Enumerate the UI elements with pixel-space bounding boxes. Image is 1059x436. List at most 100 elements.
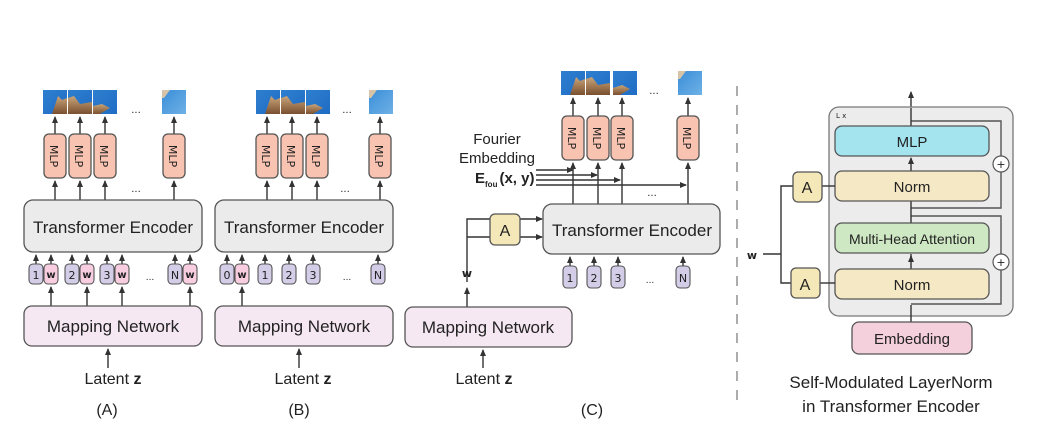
mapping-network: Mapping Network [23, 305, 203, 347]
svg-text:3: 3 [104, 269, 111, 282]
image-patch [613, 71, 637, 95]
mlp-block: MLP [280, 133, 304, 179]
output-patches: ... [561, 71, 702, 97]
position-token: 3 [305, 263, 321, 285]
image-patch [93, 90, 117, 114]
svg-text:Mapping Network: Mapping Network [422, 318, 555, 337]
svg-text:N: N [171, 269, 179, 282]
image-patch [678, 71, 702, 95]
position-token: N [167, 263, 183, 285]
image-patch [586, 71, 610, 95]
svg-text:MLP: MLP [284, 145, 297, 168]
svg-text:A: A [802, 180, 813, 197]
layer-repeat-container: L x [828, 106, 1014, 317]
svg-text:w: w [237, 270, 246, 281]
w-token: w [182, 263, 198, 285]
mlp-block: MLP [43, 133, 67, 179]
position-token: N [675, 265, 691, 289]
norm-block: Norm [834, 268, 990, 300]
mapping-network: Mapping Network [404, 306, 573, 348]
svg-text:MLP: MLP [897, 134, 928, 151]
position-token: 3 [99, 263, 115, 285]
mlp-block: MLP [368, 133, 392, 179]
image-patch [68, 90, 92, 114]
panel-caption: (B) [288, 402, 309, 419]
ellipsis: ... [131, 184, 141, 195]
svg-text:+: + [996, 158, 1005, 171]
mlp-block: MLP [255, 133, 279, 179]
svg-text:MLP: MLP [259, 145, 272, 168]
svg-text:0: 0 [224, 269, 231, 282]
image-patch [369, 90, 393, 114]
svg-text:1: 1 [262, 269, 269, 282]
svg-text:Norm: Norm [894, 179, 931, 196]
ellipsis: ... [649, 86, 659, 97]
affine-block: A [790, 267, 821, 299]
svg-text:Multi-Head Attention: Multi-Head Attention [849, 231, 975, 247]
panel-a: ... MLP MLP MLP MLP [23, 90, 203, 419]
svg-text:A: A [800, 277, 811, 294]
fourier-embedding-arrows [536, 167, 687, 188]
mlp-block: MLP [93, 133, 117, 179]
svg-text:Embedding: Embedding [874, 331, 950, 348]
svg-text:3: 3 [615, 272, 622, 285]
panel-caption: in Transformer Encoder [802, 397, 980, 416]
svg-text:Mapping Network: Mapping Network [238, 317, 371, 336]
svg-text:MLP: MLP [614, 127, 627, 150]
svg-text:Latent z: Latent z [275, 371, 332, 388]
position-token: 0 [219, 263, 235, 285]
svg-text:N: N [679, 272, 687, 285]
svg-text:Transformer Encoder: Transformer Encoder [552, 221, 712, 240]
svg-text:w: w [82, 270, 91, 281]
svg-text:Efou(x, y): Efou(x, y) [475, 170, 534, 189]
svg-text:L x: L x [836, 112, 846, 120]
output-patches: ... [256, 90, 393, 116]
position-token: 1 [257, 263, 273, 285]
svg-text:Mapping Network: Mapping Network [47, 317, 180, 336]
svg-text:Latent z: Latent z [456, 371, 513, 388]
svg-text:MLP: MLP [372, 145, 385, 168]
transformer-encoder: Transformer Encoder [214, 199, 394, 253]
svg-text:MLP: MLP [565, 127, 578, 150]
input-tokens: 0 w 1 2 3 ... N [219, 254, 386, 306]
svg-text:Transformer Encoder: Transformer Encoder [33, 218, 193, 237]
position-token: 1 [28, 263, 44, 285]
norm-block: Norm [834, 170, 990, 202]
svg-text:MLP: MLP [680, 127, 693, 150]
svg-text:Fourier: Fourier [473, 131, 521, 148]
w-label: w [462, 267, 472, 280]
input-tokens: 1 w 2 w 3 w ... N w [28, 254, 198, 306]
affine-block: A [792, 171, 823, 203]
svg-text:Norm: Norm [894, 277, 931, 294]
transformer-encoder: Transformer Encoder [542, 203, 721, 255]
latent-label: Latent z [456, 371, 513, 388]
ellipsis: ... [343, 273, 352, 283]
position-token: 1 [562, 265, 578, 289]
svg-text:MLP: MLP [72, 145, 85, 168]
svg-text:2: 2 [591, 272, 598, 285]
input-tokens: 1 2 3 ... N [562, 256, 691, 289]
svg-text:MLP: MLP [309, 145, 322, 168]
w-token: w [234, 263, 250, 285]
w-token: w [79, 263, 95, 285]
mlp-block: MLP [305, 133, 329, 179]
mlp-block: MLP [561, 115, 585, 161]
image-patch [256, 90, 280, 114]
mlp-block: MLP [162, 133, 186, 179]
transformer-encoder: Transformer Encoder [23, 199, 203, 253]
position-token: N [370, 263, 386, 285]
image-patch [306, 90, 330, 114]
svg-text:Embedding: Embedding [459, 150, 535, 167]
ellipsis: ... [646, 276, 655, 286]
svg-text:A: A [500, 223, 511, 240]
panel-c: ... MLP MLP MLP MLP .. [404, 71, 721, 419]
position-token: 2 [64, 263, 80, 285]
w-token: w [114, 263, 130, 285]
svg-text:3: 3 [310, 269, 317, 282]
svg-text:MLP: MLP [97, 145, 110, 168]
output-patches: ... [43, 90, 186, 116]
svg-text:w: w [185, 270, 194, 281]
residual-add-icon: + [992, 253, 1010, 271]
svg-text:1: 1 [567, 272, 574, 285]
